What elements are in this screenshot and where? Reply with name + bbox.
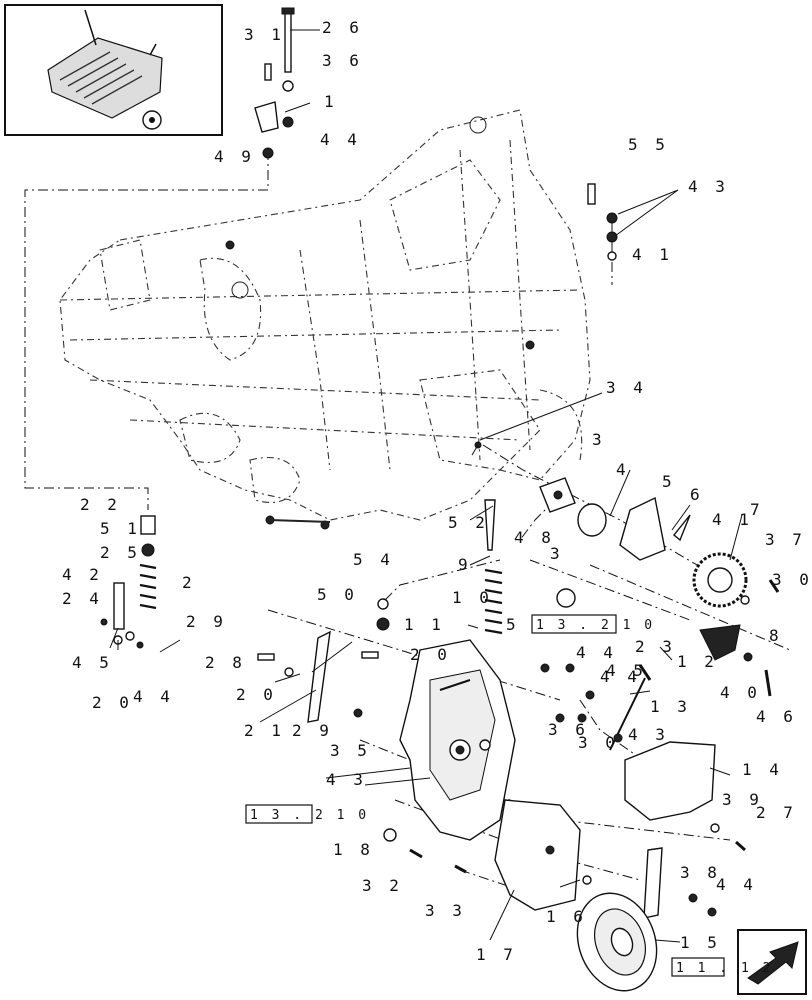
callout-44-d: 4 4 [600, 667, 641, 686]
callout-16: 1 6 [546, 907, 587, 926]
callout-12: 1 2 [677, 652, 718, 671]
callout-43-b: 4 3 [628, 725, 669, 744]
callout-26: 2 6 [322, 18, 363, 37]
callout-41-b: 4 1 [712, 510, 753, 529]
callout-50: 5 0 [317, 585, 358, 604]
callout-38: 3 8 [680, 863, 721, 882]
callout-23: 2 3 [635, 637, 676, 656]
callout-43-c: 4 3 [326, 770, 367, 789]
ref-box-13-210-b[interactable] [245, 804, 313, 824]
callout-10: 1 0 [452, 588, 493, 607]
callout-52: 5 2 [448, 513, 489, 532]
callout-36-b: 3 6 [548, 720, 589, 739]
callout-20-b: 2 0 [236, 685, 277, 704]
callout-44-e: 4 4 [716, 875, 757, 894]
callout-18: 1 8 [333, 840, 374, 859]
callout-9: 9 [458, 555, 472, 574]
callout-13: 1 3 [650, 697, 691, 716]
left-spring-assembly[interactable] [100, 515, 157, 649]
callout-49: 4 9 [214, 147, 255, 166]
callout-7: 7 [750, 500, 764, 519]
callout-17: 1 7 [476, 945, 517, 964]
callout-11: 1 1 [404, 615, 445, 634]
callout-8: 8 [769, 626, 783, 645]
callout-55: 5 5 [628, 135, 669, 154]
baler-frame [59, 109, 591, 530]
callout-43: 4 3 [688, 177, 729, 196]
callout-4: 4 [616, 460, 630, 479]
callout-30-b: 3 0 [578, 733, 619, 752]
callout-42: 4 2 [62, 565, 103, 584]
right-top-hardware[interactable] [587, 183, 618, 261]
next-page-arrow-icon[interactable] [737, 929, 807, 995]
reference-boxes: 1 3 . 2 1 0 1 3 . 2 1 0 1 1 . 1 2 [245, 614, 773, 977]
callout-32: 3 2 [362, 876, 403, 895]
callout-44-b: 4 4 [133, 687, 174, 706]
callout-1: 1 [324, 92, 338, 111]
callout-24: 2 4 [62, 589, 103, 608]
callout-41: 4 1 [632, 245, 673, 264]
ref-box-13-210-a[interactable] [531, 614, 617, 634]
callout-2: 2 [182, 573, 196, 592]
ref-text-11-12: 1 1 . 1 2 [676, 961, 773, 976]
callout-27: 2 7 [756, 803, 797, 822]
ref-box-11-12[interactable] [671, 957, 725, 977]
callout-48: 4 8 [514, 528, 555, 547]
machine-overview-thumbnail[interactable] [4, 4, 223, 136]
callout-40: 4 0 [720, 683, 761, 702]
drive-assembly[interactable] [539, 477, 780, 751]
ref-text-13-210-a: 1 3 . 2 1 0 [536, 618, 655, 633]
callout-44: 4 4 [320, 130, 361, 149]
callout-34: 3 4 [606, 378, 647, 397]
callout-51: 5 1 [100, 519, 141, 538]
callout-6: 6 [690, 485, 704, 504]
callout-29-b: 2 9 [292, 721, 333, 740]
callout-30: 3 0 [772, 570, 812, 589]
callout-20-c: 2 0 [410, 645, 451, 664]
callout-54: 5 4 [353, 550, 394, 569]
callout-44-c: 4 4 [576, 643, 617, 662]
callout-29: 2 9 [186, 612, 227, 631]
callout-leaders [109, 29, 743, 943]
callout-labels: 2 6 3 1 3 6 1 4 4 4 9 5 5 4 3 4 1 3 4 3 … [62, 18, 812, 964]
callout-46: 4 6 [756, 707, 797, 726]
wheel-assembly[interactable] [564, 847, 717, 1000]
callout-22: 2 2 [80, 495, 121, 514]
drive-housing[interactable] [399, 639, 516, 841]
callout-3-b: 3 [550, 544, 564, 563]
callout-45: 4 5 [72, 653, 113, 672]
callout-20: 2 0 [92, 693, 133, 712]
callout-36: 3 6 [322, 51, 363, 70]
center-spring-rod[interactable] [376, 499, 503, 635]
callout-37: 3 7 [765, 530, 806, 549]
ref-text-13-210-b: 1 3 . 2 1 0 [250, 808, 369, 823]
callout-28: 2 8 [205, 653, 246, 672]
callout-21: 2 1 [244, 721, 285, 740]
callout-14: 1 4 [742, 760, 783, 779]
callout-45-b: 4 5 [606, 661, 647, 680]
arm-and-bolts[interactable] [257, 630, 379, 723]
callout-15: 1 5 [680, 933, 721, 952]
callout-39: 3 9 [722, 790, 763, 809]
top-bracket-hardware[interactable] [254, 7, 295, 159]
callout-25: 2 5 [100, 543, 141, 562]
belt-guard[interactable] [383, 799, 592, 911]
callout-31: 3 1 [244, 25, 285, 44]
shield-cover[interactable] [624, 741, 746, 852]
callout-35: 3 5 [330, 741, 371, 760]
callout-5: 5 [662, 472, 676, 491]
callout-33: 3 3 [425, 901, 466, 920]
callout-3: 3 [592, 430, 606, 449]
